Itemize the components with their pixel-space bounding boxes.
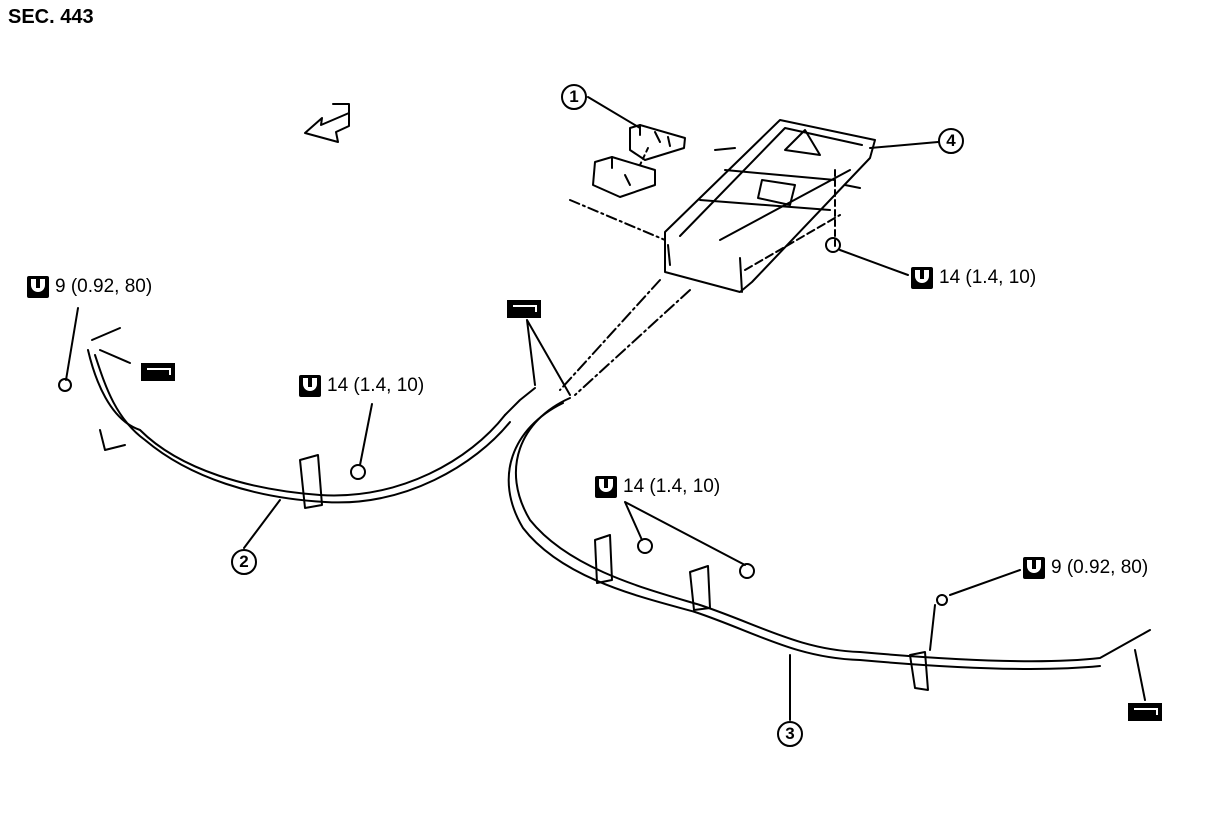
torque-label-frame-nut: 14 (1.4, 10)	[911, 266, 1036, 290]
wrench-icon	[595, 476, 617, 498]
grease-icon	[507, 300, 541, 318]
callout-2: 2	[231, 549, 257, 575]
callout-1: 1	[561, 84, 587, 110]
torque-value: 9 (0.92, 80)	[1051, 557, 1149, 578]
torque-label-left-nut: 14 (1.4, 10)	[299, 374, 424, 398]
front-arrow-icon	[304, 103, 350, 143]
torque-value: 9 (0.92, 80)	[55, 276, 153, 297]
section-title: SEC. 443	[8, 6, 94, 28]
callout-3: 3	[777, 721, 803, 747]
torque-label-left-bolt: 9 (0.92, 80)	[27, 275, 152, 299]
torque-label-right-nuts: 14 (1.4, 10)	[595, 475, 720, 499]
part-4-frame	[559, 119, 876, 396]
wrench-icon	[911, 267, 933, 289]
torque-value: 14 (1.4, 10)	[327, 375, 425, 396]
wrench-icon	[1023, 557, 1045, 579]
part-2-cable	[58, 327, 536, 509]
wrench-icon	[27, 276, 49, 298]
torque-label-right-bolt: 9 (0.92, 80)	[1023, 556, 1148, 580]
part-3-cable	[507, 397, 1151, 691]
grease-icon	[1128, 703, 1162, 721]
torque-value: 14 (1.4, 10)	[623, 476, 721, 497]
leader-lines	[65, 96, 1146, 721]
part-1-bracket	[569, 124, 686, 241]
callout-4: 4	[938, 128, 964, 154]
wrench-icon	[299, 375, 321, 397]
grease-icon	[141, 363, 175, 381]
torque-value: 14 (1.4, 10)	[939, 267, 1037, 288]
